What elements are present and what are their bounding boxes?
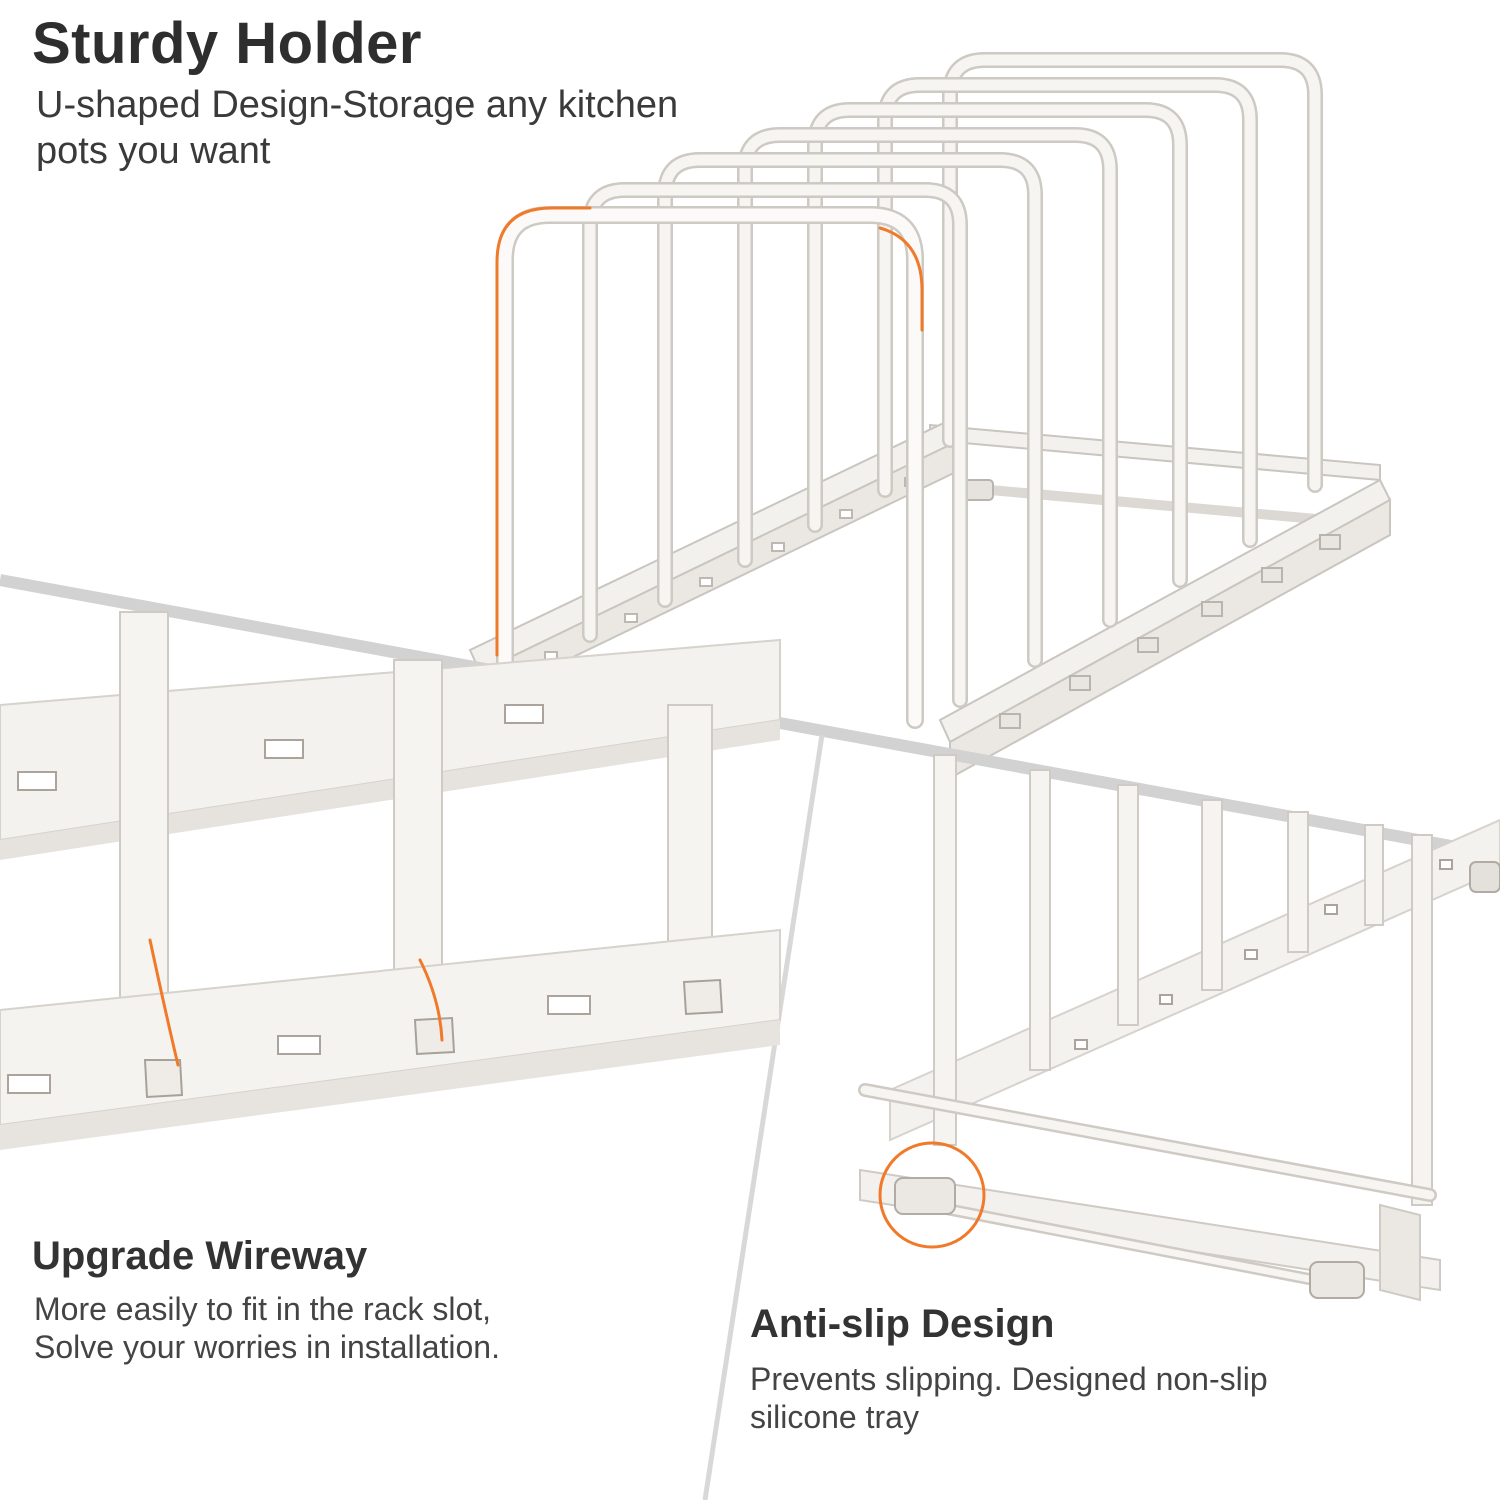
sturdy-holder-line-1: U-shaped Design-Storage any kitchen	[36, 84, 679, 126]
sturdy-holder-line-2: pots you want	[36, 130, 271, 172]
upgrade-wireway-line-2: Solve your worries in installation.	[34, 1329, 500, 1365]
wireway-detail-illustration	[0, 611, 781, 1150]
upgrade-wireway-description: More easily to fit in the rack slot, Sol…	[34, 1290, 674, 1366]
sturdy-holder-description: U-shaped Design-Storage any kitchen pots…	[36, 82, 856, 174]
upgrade-wireway-title: Upgrade Wireway	[32, 1234, 368, 1278]
anti-slip-line-1: Prevents slipping. Designed non-slip	[750, 1361, 1268, 1397]
main-rack-illustration	[468, 52, 1392, 780]
sturdy-holder-title: Sturdy Holder	[32, 11, 422, 76]
anti-slip-line-2: silicone tray	[750, 1399, 919, 1435]
upgrade-wireway-line-1: More easily to fit in the rack slot,	[34, 1291, 492, 1327]
anti-slip-highlight-circle	[878, 1141, 986, 1249]
anti-slip-description: Prevents slipping. Designed non-slip sil…	[750, 1360, 1470, 1436]
anti-slip-detail-illustration	[858, 754, 1500, 1302]
anti-slip-title: Anti-slip Design	[750, 1302, 1055, 1346]
